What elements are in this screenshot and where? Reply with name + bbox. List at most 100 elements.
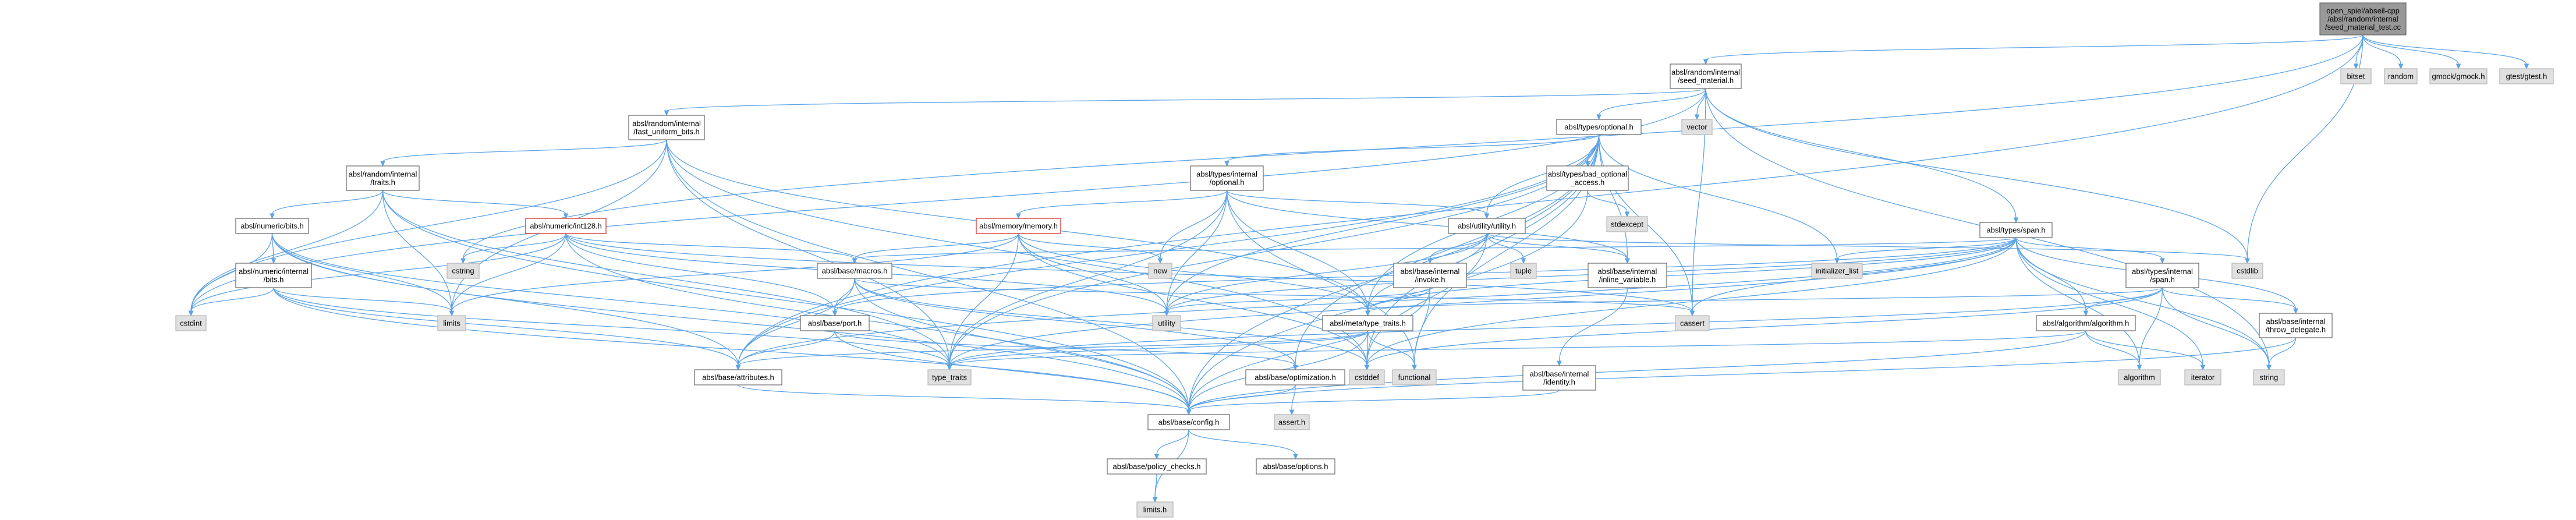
edge-traits-to-int128 <box>382 190 569 220</box>
node-cstdlib[interactable]: cstdlib <box>2231 263 2263 279</box>
node-bits[interactable]: absl/numeric/bits.h <box>235 218 309 234</box>
node-invoke[interactable]: absl/base/internal/invoke.h <box>1393 263 1467 288</box>
edge-traits-to-limits <box>382 190 455 317</box>
node-inline-var[interactable]: absl/base/internal/inline_variable.h <box>1588 263 1667 288</box>
node-gtest[interactable]: gtest/gtest.h <box>2499 68 2554 84</box>
edge-policy-to-limits_h <box>1152 473 1158 503</box>
node-assert-h[interactable]: assert.h <box>1274 414 1310 430</box>
node-cassert[interactable]: cassert <box>1675 315 1710 331</box>
node-bad-opt[interactable]: absl/types/bad_optional_access.h <box>1546 165 1629 191</box>
edge-seed_mat-to-cstdint <box>188 88 1706 317</box>
node-label: /optional.h <box>1210 178 1245 187</box>
node-label: iterator <box>2191 373 2215 382</box>
node-random[interactable]: random <box>2384 68 2418 84</box>
edge-seed_mat-to-optional <box>1596 88 1706 121</box>
node-gmock[interactable]: gmock/gmock.h <box>2429 68 2488 84</box>
node-type-traits[interactable]: type_traits <box>927 369 972 385</box>
edge-type_tr-to-cstddef <box>1364 330 1370 371</box>
node-root[interactable]: open_spiel/abseil-cpp/absl/random/intern… <box>2319 2 2407 36</box>
node-string[interactable]: string <box>2253 369 2285 385</box>
edge-optional-to-opt_int <box>1224 134 1600 167</box>
edge-root-to-cstring <box>460 34 2364 264</box>
node-opt-int[interactable]: absl/types/internal/optional.h <box>1190 165 1264 191</box>
node-stdexcept[interactable]: stdexcept <box>1606 216 1648 232</box>
edge-bits-to-attrs <box>271 233 741 371</box>
edge-traits-to-bits <box>270 190 384 220</box>
node-optional[interactable]: absl/types/optional.h <box>1556 119 1642 135</box>
node-limits[interactable]: limits <box>437 315 466 331</box>
node-algorithm[interactable]: algorithm <box>2118 369 2161 385</box>
edge-algo_h-to-iterator <box>2085 330 2206 371</box>
node-seed-mat[interactable]: absl/random/internal/seed_material.h <box>1670 63 1742 89</box>
edge-config-to-options <box>1188 429 1298 460</box>
edge-throw_del-to-string <box>2266 337 2297 371</box>
node-iterator[interactable]: iterator <box>2184 369 2221 385</box>
node-label: absl/base/options.h <box>1263 462 1328 471</box>
node-fast-unif[interactable]: absl/random/internal/fast_uniform_bits.h <box>628 115 705 140</box>
node-macros[interactable]: absl/base/macros.h <box>817 263 892 279</box>
node-init-list[interactable]: initializer_list <box>1811 263 1863 279</box>
node-attrs[interactable]: absl/base/attributes.h <box>694 369 782 385</box>
node-bitset[interactable]: bitset <box>2340 68 2372 84</box>
edge-opt_int-to-memory <box>1016 190 1228 220</box>
node-label: absl/base/optimization.h <box>1255 373 1335 382</box>
edge-span-to-string <box>2015 237 2272 371</box>
node-new[interactable]: new <box>1148 263 1172 279</box>
node-utility[interactable]: utility <box>1152 315 1181 331</box>
node-label: absl/utility/utility.h <box>1458 222 1516 231</box>
edge-macros-to-port <box>832 278 855 317</box>
node-cstddef[interactable]: cstddef <box>1349 369 1385 385</box>
edge-num_bits-to-cstdint <box>188 287 274 317</box>
node-optimiz[interactable]: absl/base/optimization.h <box>1245 369 1345 385</box>
node-config[interactable]: absl/base/config.h <box>1147 414 1230 430</box>
node-label: /absl/random/internal <box>2327 15 2398 23</box>
edge-config-to-policy <box>1154 429 1189 460</box>
edge-span_int-to-throw_del <box>2162 287 2298 314</box>
node-vector[interactable]: vector <box>1681 119 1713 135</box>
node-memory[interactable]: absl/memory/memory.h <box>976 218 1061 234</box>
edge-traits-to-type_traits <box>382 190 952 371</box>
edge-opt_int-to-utility_h <box>1226 190 1490 220</box>
node-limits-h[interactable]: limits.h <box>1136 501 1174 518</box>
node-functional[interactable]: functional <box>1392 369 1437 385</box>
node-throw-del[interactable]: absl/base/internal/throw_delegate.h <box>2259 313 2333 338</box>
node-type-tr[interactable]: absl/meta/type_traits.h <box>1322 315 1413 331</box>
edge-span-to-algorithm <box>2015 237 2142 371</box>
node-port[interactable]: absl/base/port.h <box>800 315 870 331</box>
node-traits[interactable]: absl/random/internal/traits.h <box>346 165 420 191</box>
edge-optimiz-to-assert_h <box>1289 384 1296 416</box>
edge-memory-to-limits <box>449 233 1019 317</box>
node-num-bits[interactable]: absl/numeric/internal/bits.h <box>235 263 312 288</box>
node-policy[interactable]: absl/base/policy_checks.h <box>1107 458 1207 475</box>
node-label: absl/meta/type_traits.h <box>1330 319 1406 328</box>
node-algo-h[interactable]: absl/algorithm/algorithm.h <box>2036 315 2136 331</box>
node-label: absl/types/internal <box>2132 267 2193 276</box>
node-label: utility <box>1158 319 1175 328</box>
edge-utility_h-to-cstdlib <box>1486 233 2250 264</box>
node-span[interactable]: absl/types/span.h <box>1979 222 2053 238</box>
node-label: limits <box>443 319 460 328</box>
edge-type_tr-to-functional <box>1367 330 1417 371</box>
edge-span_int-to-algo_h <box>2083 287 2163 317</box>
edge-invoke-to-utility <box>1164 287 1431 317</box>
node-span-int[interactable]: absl/types/internal/span.h <box>2125 263 2199 288</box>
node-tuple[interactable]: tuple <box>1510 263 1537 279</box>
node-label: new <box>1153 267 1167 275</box>
node-label: /traits.h <box>370 178 395 187</box>
edge-root-to-gmock <box>2362 34 2461 70</box>
node-label: gtest/gtest.h <box>2506 72 2547 81</box>
node-cstring[interactable]: cstring <box>447 263 480 279</box>
edge-utility_h-to-inline_var <box>1486 233 1630 264</box>
node-identity[interactable]: absl/base/internal/identity.h <box>1522 365 1596 391</box>
node-label: /bits.h <box>264 275 284 284</box>
edge-optional-to-inline_var <box>1598 134 1630 264</box>
node-options[interactable]: absl/base/options.h <box>1256 458 1335 475</box>
node-label: absl/numeric/bits.h <box>240 222 303 231</box>
node-label: absl/random/internal <box>349 170 417 179</box>
node-label: cstdlib <box>2237 267 2258 275</box>
node-int128[interactable]: absl/numeric/int128.h <box>525 218 607 234</box>
node-utility-h[interactable]: absl/utility/utility.h <box>1448 218 1526 234</box>
node-cstdint[interactable]: cstdint <box>175 315 207 331</box>
node-label: absl/numeric/int128.h <box>530 222 602 231</box>
